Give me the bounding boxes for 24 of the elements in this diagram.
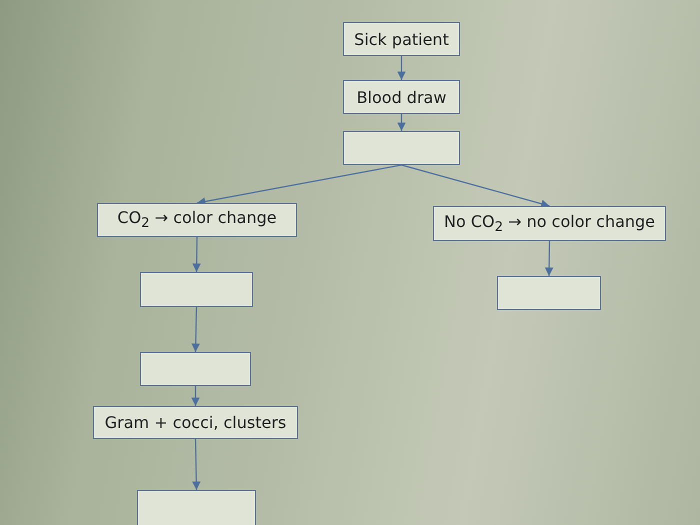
empty-box — [497, 276, 601, 310]
empty-box — [137, 490, 256, 525]
arrow — [196, 164, 402, 206]
empty-box — [140, 352, 251, 386]
arrow — [397, 114, 406, 131]
arrow — [192, 237, 201, 272]
process-box — [97, 203, 297, 237]
process-box — [343, 22, 460, 56]
arrow — [191, 386, 200, 406]
process-box — [93, 406, 298, 439]
box-label: Blood draw — [356, 88, 446, 106]
arrow — [192, 438, 201, 490]
arrow — [401, 164, 550, 208]
arrow — [192, 306, 200, 352]
process-box — [343, 80, 460, 114]
box-label: Gram + cocci, clusters — [104, 413, 286, 432]
box-label: CO$_{2}$ → color change — [117, 208, 277, 232]
empty-box — [140, 272, 253, 307]
arrow — [544, 241, 554, 276]
box-label: No CO$_{2}$ → no color change — [444, 212, 656, 236]
box-label: Sick patient — [354, 30, 449, 48]
process-box — [433, 206, 666, 241]
empty-box — [343, 131, 460, 165]
arrow — [397, 56, 406, 80]
